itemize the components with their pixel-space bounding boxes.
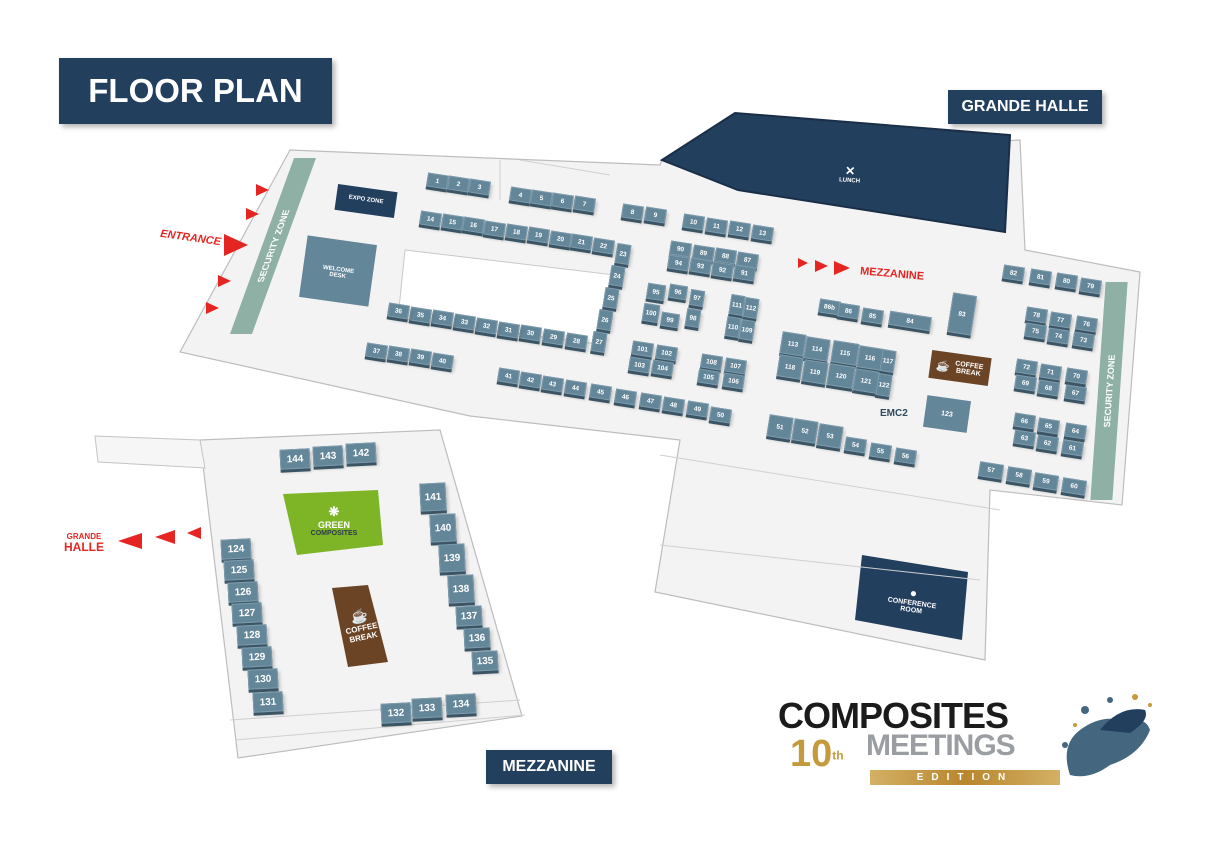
entrance-arrow-icon [256, 184, 269, 196]
booth-97[interactable]: 97 [688, 289, 706, 307]
welcome-desk-stand [299, 235, 377, 307]
conference-room [855, 555, 968, 640]
grande-label: GRANDE [66, 532, 102, 541]
emc2-logo: EMC2 [880, 408, 908, 419]
green-text: GREEN [317, 519, 350, 530]
coffee-break-stand [928, 349, 992, 387]
grande-halle-arrow-icon [118, 533, 142, 549]
lunch-area [659, 111, 1012, 234]
green-composites-stand [283, 490, 383, 555]
grande-halle-label: GRANDE HALLE [948, 90, 1102, 124]
page-title: FLOOR PLAN [59, 58, 332, 124]
booth-130[interactable]: 130 [247, 668, 279, 690]
booth-118[interactable]: 118 [776, 354, 804, 380]
coffee-break-text: COFFEE BREAK [954, 360, 984, 378]
grande-halle-arrow-icon [187, 527, 201, 539]
booth-125[interactable]: 125 [223, 559, 255, 581]
mezz-coffee-break-stand [332, 585, 388, 667]
booth-95[interactable]: 95 [645, 282, 667, 302]
composites-meetings-logo: COMPOSITES MEETINGS 10th EDITION [778, 694, 1178, 795]
booth-123[interactable]: 123 [940, 409, 954, 419]
entrance-arrow-icon [224, 234, 248, 256]
booth-57[interactable]: 57 [977, 460, 1005, 480]
entrance-arrow-icon [246, 208, 259, 220]
booth-134[interactable]: 134 [445, 693, 477, 715]
booth-124[interactable]: 124 [220, 538, 252, 560]
booth-113[interactable]: 113 [779, 331, 807, 357]
mezzanine-label: MEZZANINE [486, 750, 612, 784]
booth-119[interactable]: 119 [801, 359, 829, 385]
coffee-break-text: COFFEE BREAK [344, 620, 379, 645]
expo-zone-stand [334, 183, 398, 219]
booth-60[interactable]: 60 [1060, 476, 1088, 496]
green-composites-icon: ❋ [328, 503, 340, 519]
booth-142[interactable]: 142 [345, 442, 377, 464]
booth-115[interactable]: 115 [830, 340, 860, 366]
booth-139[interactable]: 139 [438, 543, 466, 573]
booth-99[interactable]: 99 [660, 311, 680, 329]
coffee-cup-icon: ☕ [935, 359, 951, 374]
mezzanine-arrow-icon [834, 261, 850, 275]
booth-136[interactable]: 136 [463, 627, 491, 649]
entrance-arrow-icon [218, 275, 231, 287]
halle-label: HALLE [64, 540, 104, 554]
booth-144[interactable]: 144 [279, 448, 311, 470]
emc2-booth-123 [922, 395, 972, 433]
booth-120[interactable]: 120 [826, 363, 856, 389]
edition-num: 10 [790, 733, 833, 775]
edition-number: 10th [790, 733, 844, 776]
logo-line1: COMPOSITES [778, 695, 1009, 736]
booth-128[interactable]: 128 [236, 624, 268, 646]
speaker-icon: ● [908, 585, 919, 601]
booth-140[interactable]: 140 [429, 513, 457, 543]
booth-114[interactable]: 114 [803, 336, 831, 362]
booth-135[interactable]: 135 [471, 650, 499, 672]
booth-100[interactable]: 100 [641, 302, 661, 324]
booth-137[interactable]: 137 [455, 605, 483, 627]
booth-58[interactable]: 58 [1005, 465, 1033, 485]
green-composites-label: ❋ GREEN COMPOSITES [295, 495, 373, 545]
edition-ribbon: EDITION [870, 770, 1060, 785]
booth-51[interactable]: 51 [766, 414, 794, 440]
booth-127[interactable]: 127 [231, 602, 263, 624]
mezzanine-arrow-icon [815, 260, 828, 272]
lunch-label: ✕ LUNCH [829, 157, 871, 192]
booth-59[interactable]: 59 [1032, 471, 1060, 491]
booth-53[interactable]: 53 [816, 423, 844, 449]
booth-131[interactable]: 131 [252, 691, 284, 713]
booth-126[interactable]: 126 [227, 581, 259, 603]
mezzanine-corridor [94, 435, 206, 469]
cutlery-icon: ✕ [844, 163, 856, 179]
booth-96[interactable]: 96 [668, 283, 688, 301]
composites-text: COMPOSITES [310, 529, 358, 537]
booth-138[interactable]: 138 [447, 574, 475, 604]
booth-143[interactable]: 143 [312, 445, 344, 467]
welcome-desk-label: WELCOME DESK [322, 264, 355, 281]
grande-halle-arrow-icon [155, 530, 175, 544]
edition-sup: th [832, 748, 844, 763]
booth-98[interactable]: 98 [684, 308, 702, 328]
entrance-arrow-icon [206, 302, 219, 314]
grande-halle-direction-label: GRANDE HALLE [64, 532, 104, 554]
security-zone-label: SECURITY ZONE [1101, 354, 1117, 428]
booth-132[interactable]: 132 [380, 702, 412, 724]
mezzanine-arrow-icon [798, 258, 808, 268]
booth-129[interactable]: 129 [241, 646, 273, 668]
lunch-text: LUNCH [838, 177, 861, 185]
booth-133[interactable]: 133 [411, 697, 443, 719]
booth-52[interactable]: 52 [791, 418, 819, 444]
logo-mark-icon [1062, 694, 1152, 777]
logo-line2: MEETINGS [866, 729, 1016, 762]
booth-141[interactable]: 141 [419, 482, 447, 512]
